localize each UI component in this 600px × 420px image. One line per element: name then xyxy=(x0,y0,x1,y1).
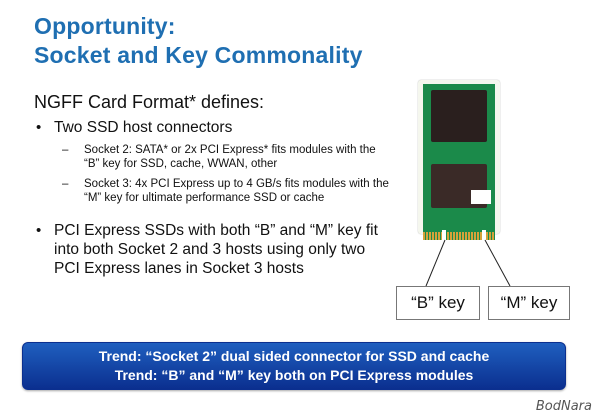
gold-contacts xyxy=(423,232,495,240)
watermark-logo: BodNara xyxy=(535,399,592,414)
trend-banner-text: Trend: “Socket 2” dual sided connector f… xyxy=(23,343,565,385)
memory-chip-top xyxy=(431,90,487,142)
sub-bullet-2-text: Socket 3: 4x PCI Express up to 4 GB/s fi… xyxy=(84,178,389,204)
m-key-leader-line xyxy=(484,239,511,287)
slide-title: Opportunity: Socket and Key Commonality xyxy=(34,12,363,70)
trend-line-1: Trend: “Socket 2” dual sided connector f… xyxy=(98,348,490,364)
key-leader-lines xyxy=(425,239,511,287)
ssd-card-image xyxy=(418,80,500,240)
trend-line-2: Trend: “B” and “M” key both on PCI Expre… xyxy=(114,367,474,383)
bullet-1-text: Two SSD host connectors xyxy=(54,119,233,136)
bullet-list: Two SSD host connectors Socket 2: SATA* … xyxy=(34,118,394,278)
m-key-label: “M” key xyxy=(488,286,570,320)
title-line-2: Socket and Key Commonality xyxy=(34,42,363,68)
m-key-notch xyxy=(482,230,486,240)
sub-bullet-socket2: Socket 2: SATA* or 2x PCI Express* fits … xyxy=(34,143,394,171)
b-key-notch xyxy=(442,230,446,240)
title-line-1: Opportunity: xyxy=(34,13,176,39)
ngff-card-illustration: “B” key “M” key xyxy=(396,80,586,320)
bullet-1: Two SSD host connectors xyxy=(34,118,394,137)
bullet-2-text: PCI Express SSDs with both “B” and “M” k… xyxy=(54,222,378,277)
intro-text: NGFF Card Format* defines: xyxy=(34,92,265,112)
card-label-sticker xyxy=(471,190,491,204)
b-key-leader-line xyxy=(425,239,446,287)
trend-banner: Trend: “Socket 2” dual sided connector f… xyxy=(22,342,566,390)
sub-bullet-1-text: Socket 2: SATA* or 2x PCI Express* fits … xyxy=(84,144,376,170)
bullet-2: PCI Express SSDs with both “B” and “M” k… xyxy=(34,221,394,278)
pcb-board xyxy=(423,84,495,232)
b-key-label: “B” key xyxy=(396,286,480,320)
sub-bullet-socket3: Socket 3: 4x PCI Express up to 4 GB/s fi… xyxy=(34,177,394,205)
